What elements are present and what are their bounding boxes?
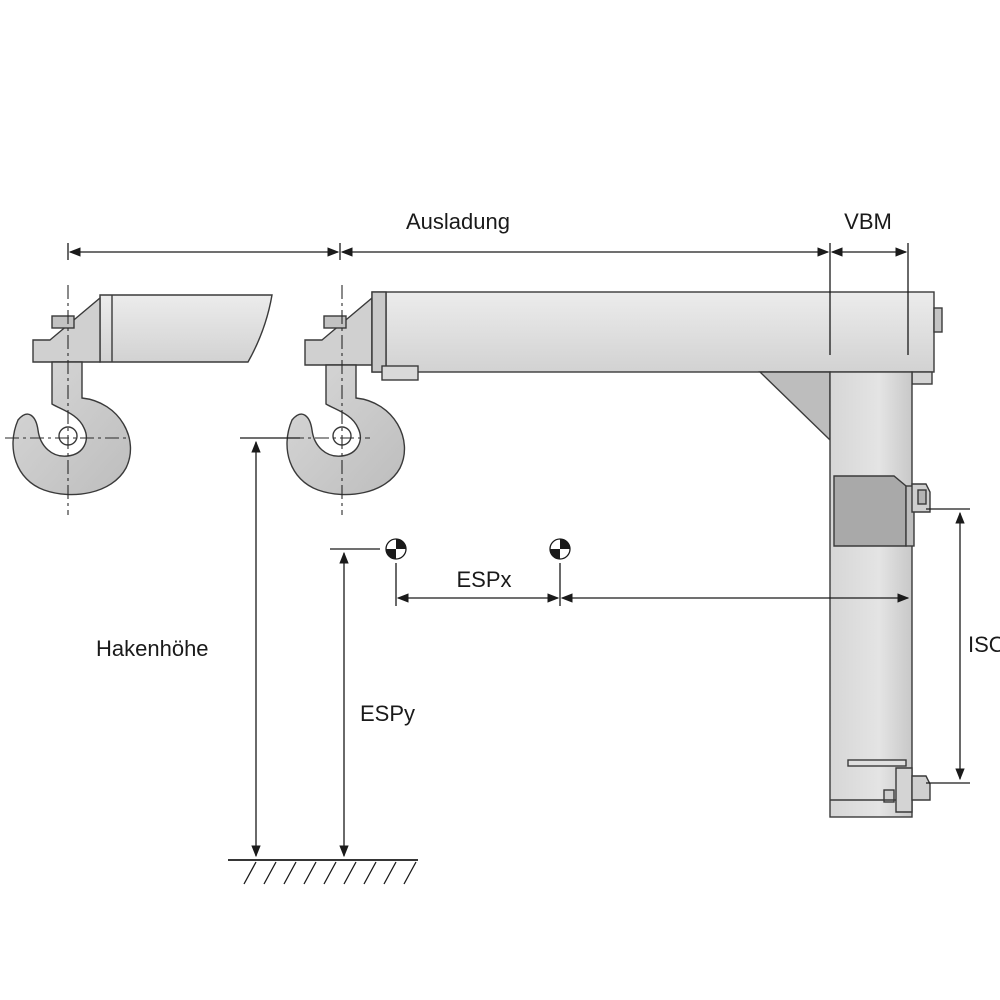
ground-hatch-icon: [228, 859, 418, 885]
espy-label: ESPy: [360, 701, 415, 726]
dimension-ausladung: Ausladung: [67, 209, 909, 355]
center-of-gravity-icon: [385, 538, 407, 560]
vbm-label: VBM: [844, 209, 892, 234]
dimension-vbm: VBM: [830, 209, 908, 257]
dimension-hakenhoehe: Hakenhöhe: [96, 437, 300, 858]
extended-hook-assembly: [5, 285, 273, 515]
jib-frame: [371, 291, 943, 818]
dimension-espx: ESPx: [395, 563, 910, 606]
ausladung-label: Ausladung: [406, 209, 510, 234]
espx-label: ESPx: [456, 567, 511, 592]
iso-label: ISO: [968, 632, 1000, 657]
dimension-espy: ESPy: [330, 548, 415, 858]
hakenhoehe-label: Hakenhöhe: [96, 636, 209, 661]
center-of-gravity-icon: [549, 538, 571, 560]
retracted-hook-assembly: [240, 285, 406, 515]
dimension-iso: ISO: [926, 508, 1000, 784]
